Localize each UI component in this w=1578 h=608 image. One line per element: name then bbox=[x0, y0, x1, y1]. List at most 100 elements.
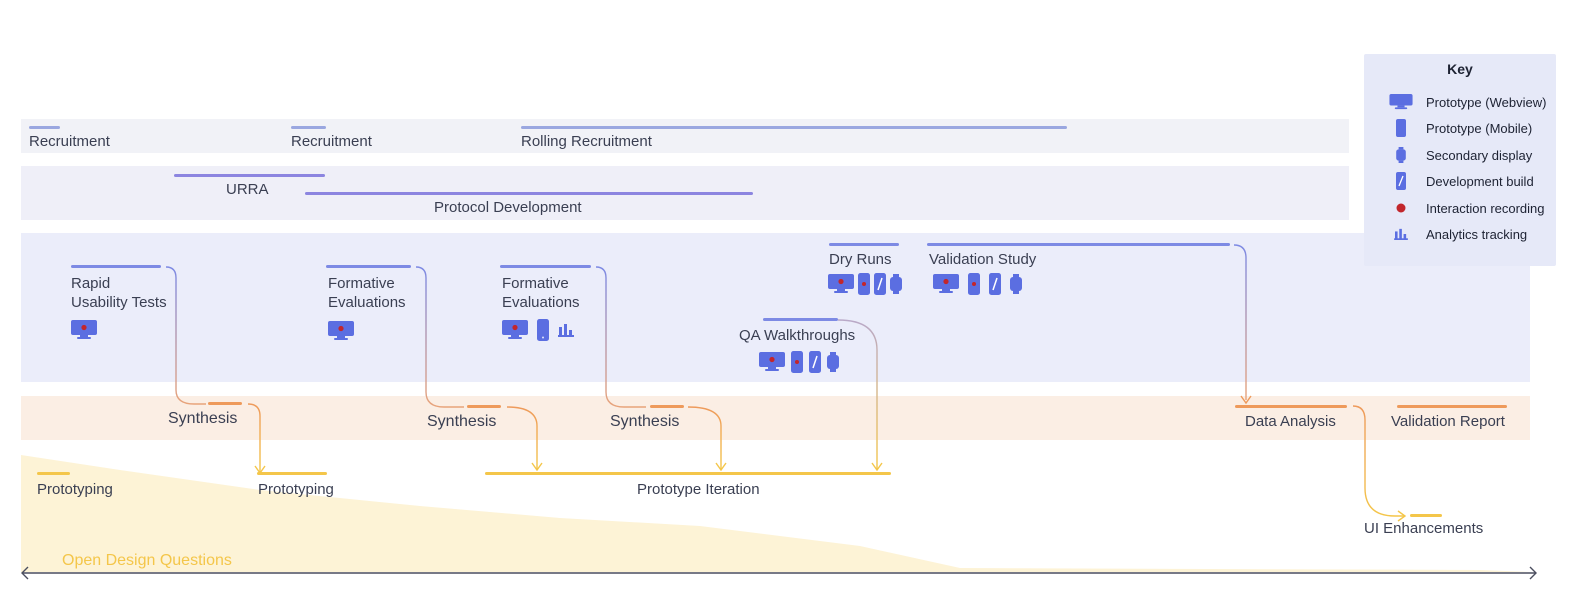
legend-label: Secondary display bbox=[1426, 147, 1533, 163]
webview-icon bbox=[502, 320, 528, 339]
recruitment-label-2: Recruitment bbox=[291, 133, 372, 150]
prototyping-2-bar bbox=[257, 472, 327, 475]
mobile-icon bbox=[1396, 119, 1406, 137]
synthesis-2-bar bbox=[467, 405, 501, 408]
validation-study-bar bbox=[927, 243, 1230, 246]
connector-analysis-to-ui bbox=[1352, 405, 1405, 517]
connector-synthesis1-to-prototyping bbox=[247, 403, 261, 472]
legend-label: Development build bbox=[1426, 173, 1534, 189]
legend-item-mobile: Prototype (Mobile) bbox=[1386, 119, 1532, 137]
legend-label: Prototype (Mobile) bbox=[1426, 120, 1533, 136]
synthesis-1-bar bbox=[208, 402, 242, 405]
ui-enhancements-bar bbox=[1410, 514, 1442, 517]
synthesis-2-label: Synthesis bbox=[427, 413, 497, 430]
prototyping-1-bar bbox=[37, 472, 70, 475]
timeline-arrow-right bbox=[1529, 566, 1537, 580]
formative-2-icons bbox=[502, 319, 574, 341]
synthesis-3-bar bbox=[650, 405, 684, 408]
webview-icon bbox=[933, 274, 959, 293]
validation-report-bar bbox=[1397, 405, 1507, 408]
ui-enhancements-label: UI Enhancements bbox=[1364, 520, 1484, 537]
devbuild-icon bbox=[874, 273, 886, 295]
rolling-recruitment-bar bbox=[521, 126, 1067, 129]
connector-synthesis3-to-iteration bbox=[687, 406, 722, 469]
qa-walkthroughs-label: QA Walkthroughs bbox=[739, 327, 856, 344]
webview-icon bbox=[71, 320, 97, 339]
analytics-icon bbox=[1394, 228, 1408, 240]
legend-item-devbuild: Development build bbox=[1386, 172, 1534, 190]
legend-label: Analytics tracking bbox=[1426, 226, 1528, 242]
legend-item-analytics: Analytics tracking bbox=[1386, 225, 1527, 243]
recruitment-band bbox=[21, 119, 1349, 153]
devbuild-icon bbox=[989, 273, 1001, 295]
urra-bar bbox=[174, 174, 325, 177]
connector-qa-to-iteration bbox=[837, 319, 878, 469]
connector-synthesis2-to-iteration bbox=[506, 406, 538, 469]
synthesis-band bbox=[21, 396, 1530, 440]
webview-icon bbox=[759, 352, 785, 371]
secondary-display-icon bbox=[827, 352, 839, 372]
formative-1-label-1: Formative bbox=[328, 275, 395, 292]
legend-item-recording: Interaction recording bbox=[1386, 199, 1545, 217]
devbuild-icon bbox=[1396, 172, 1406, 190]
legend-title: Key bbox=[1447, 61, 1473, 77]
legend-label: Prototype (Webview) bbox=[1426, 94, 1547, 110]
rapid-usability-label-2: Usability Tests bbox=[71, 294, 167, 311]
formative-2-label-2: Evaluations bbox=[502, 294, 580, 311]
timeline-arrow-left bbox=[21, 566, 29, 580]
prototype-iteration-label: Prototype Iteration bbox=[637, 481, 760, 498]
recruitment-bar-1 bbox=[29, 126, 60, 129]
qa-walkthroughs-bar bbox=[763, 318, 838, 321]
connector-formative2-to-synthesis bbox=[595, 266, 646, 408]
recruitment-bar-2 bbox=[291, 126, 326, 129]
recording-icon bbox=[1396, 203, 1406, 213]
legend: Key Prototype (Webview) Prototype (Mobil… bbox=[1364, 54, 1556, 266]
dry-runs-label: Dry Runs bbox=[829, 251, 892, 268]
secondary-display-icon bbox=[1396, 147, 1406, 163]
mobile-icon bbox=[537, 319, 549, 341]
rapid-usability-icons bbox=[71, 320, 97, 340]
protocol-development-label: Protocol Development bbox=[434, 199, 582, 216]
open-design-questions-area bbox=[21, 455, 1530, 572]
protocol-development-bar bbox=[305, 192, 753, 195]
formative-1-icons bbox=[328, 321, 354, 341]
legend-item-secondary-display: Secondary display bbox=[1386, 146, 1532, 164]
qa-walkthroughs-icons bbox=[759, 351, 839, 373]
mobile-icon bbox=[968, 273, 980, 295]
devbuild-icon bbox=[809, 351, 821, 373]
synthesis-3-label: Synthesis bbox=[610, 413, 680, 430]
connector-formative1-to-synthesis bbox=[415, 266, 464, 408]
analytics-icon bbox=[558, 324, 574, 337]
legend-label: Interaction recording bbox=[1426, 200, 1545, 216]
urra-label: URRA bbox=[226, 181, 269, 198]
connector-validation-to-analysis bbox=[1233, 244, 1247, 400]
formative-2-label-1: Formative bbox=[502, 275, 569, 292]
webview-icon bbox=[1389, 94, 1413, 110]
rapid-usability-bar bbox=[71, 265, 161, 268]
validation-report-label: Validation Report bbox=[1391, 413, 1505, 430]
mobile-icon bbox=[858, 273, 870, 295]
prototype-iteration-bar bbox=[485, 472, 891, 475]
dry-runs-bar bbox=[829, 243, 899, 246]
open-design-questions-label: Open Design Questions bbox=[62, 552, 232, 569]
webview-icon bbox=[328, 321, 354, 340]
secondary-display-icon bbox=[1010, 274, 1022, 294]
data-analysis-bar bbox=[1235, 405, 1347, 408]
dry-runs-icons bbox=[828, 273, 902, 295]
mobile-icon bbox=[791, 351, 803, 373]
connector-rapid-to-synthesis bbox=[165, 266, 206, 405]
validation-study-icons bbox=[933, 273, 1022, 295]
rolling-recruitment-label: Rolling Recruitment bbox=[521, 133, 652, 150]
rapid-usability-label-1: Rapid bbox=[71, 275, 111, 292]
formative-1-bar bbox=[326, 265, 411, 268]
prototyping-1-label: Prototyping bbox=[37, 481, 113, 498]
formative-2-bar bbox=[500, 265, 591, 268]
synthesis-1-label: Synthesis bbox=[168, 410, 238, 427]
legend-item-webview: Prototype (Webview) bbox=[1386, 93, 1546, 111]
validation-study-label: Validation Study bbox=[929, 251, 1037, 268]
formative-1-label-2: Evaluations bbox=[328, 294, 406, 311]
secondary-display-icon bbox=[890, 274, 902, 294]
webview-icon bbox=[828, 274, 854, 293]
data-analysis-label: Data Analysis bbox=[1245, 413, 1336, 430]
